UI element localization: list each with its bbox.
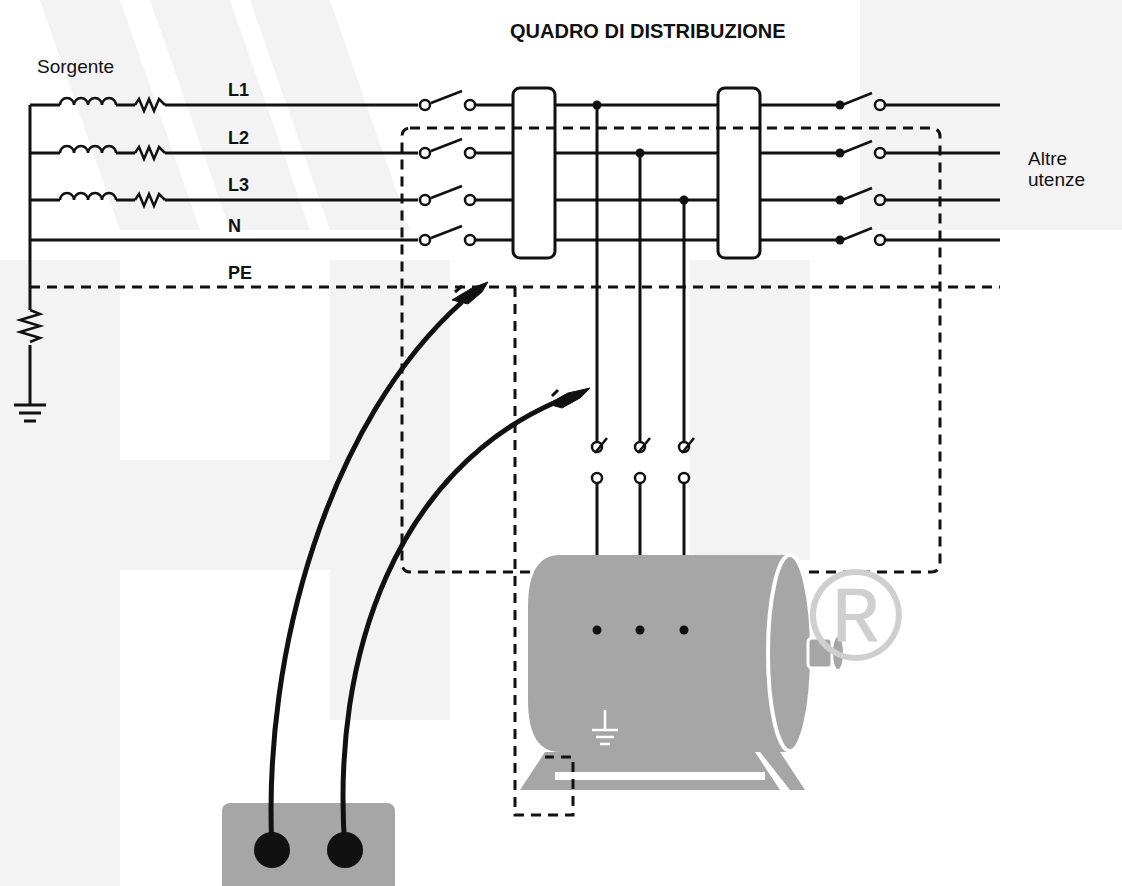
pe-label: PE	[228, 263, 252, 284]
busbar-block	[513, 88, 760, 258]
motor-terminal	[593, 626, 689, 635]
instrument-socket	[254, 832, 363, 868]
motor-switch	[592, 438, 694, 483]
board-outline	[402, 128, 940, 572]
test-lead	[271, 302, 556, 850]
supply-wires	[14, 105, 418, 421]
inductor-symbol	[60, 98, 116, 200]
resistor-symbol	[135, 99, 165, 206]
source-label: Sorgente	[37, 56, 114, 78]
main-switch	[420, 91, 475, 245]
instrument-body	[222, 803, 395, 886]
phase-label: L1	[228, 80, 249, 101]
crocodile-clip	[452, 282, 590, 408]
pe-conductor	[30, 287, 1000, 815]
neutral-label: N	[228, 216, 241, 237]
phase-label: L2	[228, 128, 249, 149]
phase-label: L3	[228, 175, 249, 196]
outgoing-switch	[842, 93, 885, 245]
watermark-mark: ®	[808, 540, 904, 690]
board-title: QUADRO DI DISTRIBUZIONE	[510, 20, 786, 43]
loads-label: Altre utenze	[1028, 148, 1118, 190]
motor	[520, 555, 843, 790]
